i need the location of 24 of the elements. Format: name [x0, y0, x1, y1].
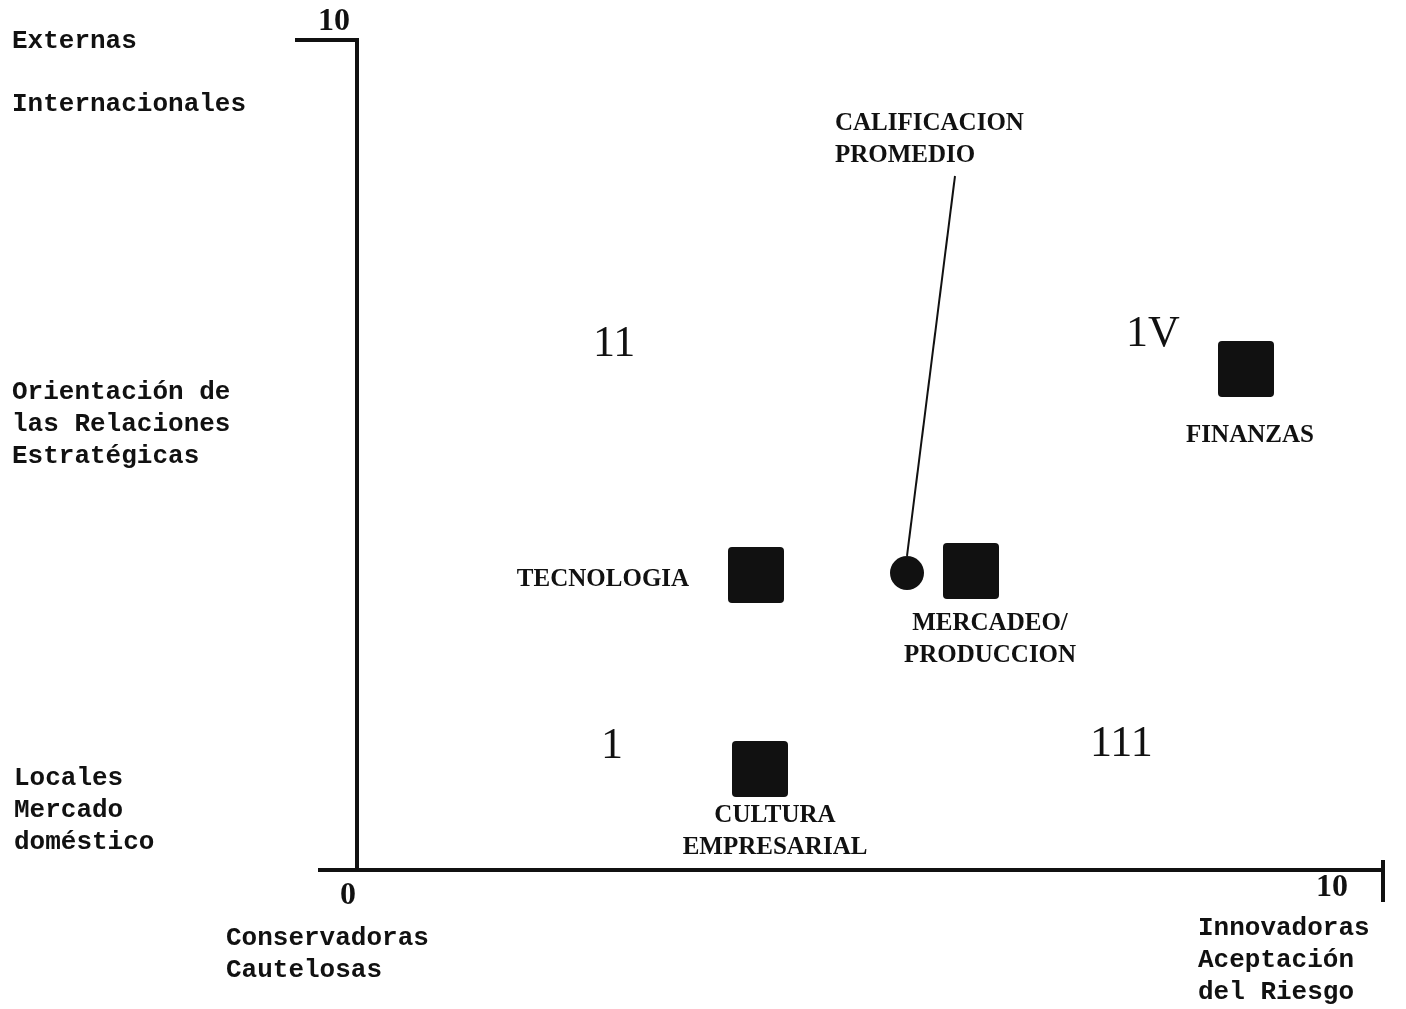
point-label: TECNOLOGIA	[515, 563, 691, 593]
data-point-square	[943, 543, 999, 599]
axis-title: Conservadoras Cautelosas	[226, 922, 430, 986]
quadrant-numeral: 1	[601, 720, 624, 768]
tick-label: 0	[340, 876, 357, 910]
tick-label: 10	[318, 2, 351, 36]
point-label: FINANZAS	[1185, 419, 1315, 449]
axis-title: Locales Mercado doméstico	[14, 762, 156, 858]
axis-title: Innovadoras Aceptación del Riesgo	[1198, 912, 1371, 1008]
tick-label: 10	[1316, 868, 1349, 902]
data-point-square	[732, 741, 788, 797]
quadrant-numeral: 11	[593, 318, 637, 366]
axis-title: Orientación de las Relaciones Estratégicas	[12, 376, 232, 472]
data-point-square	[1218, 341, 1274, 397]
quadrant-numeral: 1V	[1126, 308, 1181, 356]
point-label: MERCADEO/ PRODUCCION	[902, 607, 1078, 669]
point-label: CULTURA EMPRESARIAL	[681, 799, 869, 861]
quadrant-numeral: 111	[1090, 718, 1154, 766]
axis-title: Externas	[12, 25, 138, 57]
axis-title: Internacionales	[12, 88, 248, 120]
leader-line	[906, 175, 956, 557]
data-point-circle	[890, 556, 924, 590]
callout-label: CALIFICACION PROMEDIO	[835, 106, 1075, 170]
data-point-square	[728, 547, 784, 603]
